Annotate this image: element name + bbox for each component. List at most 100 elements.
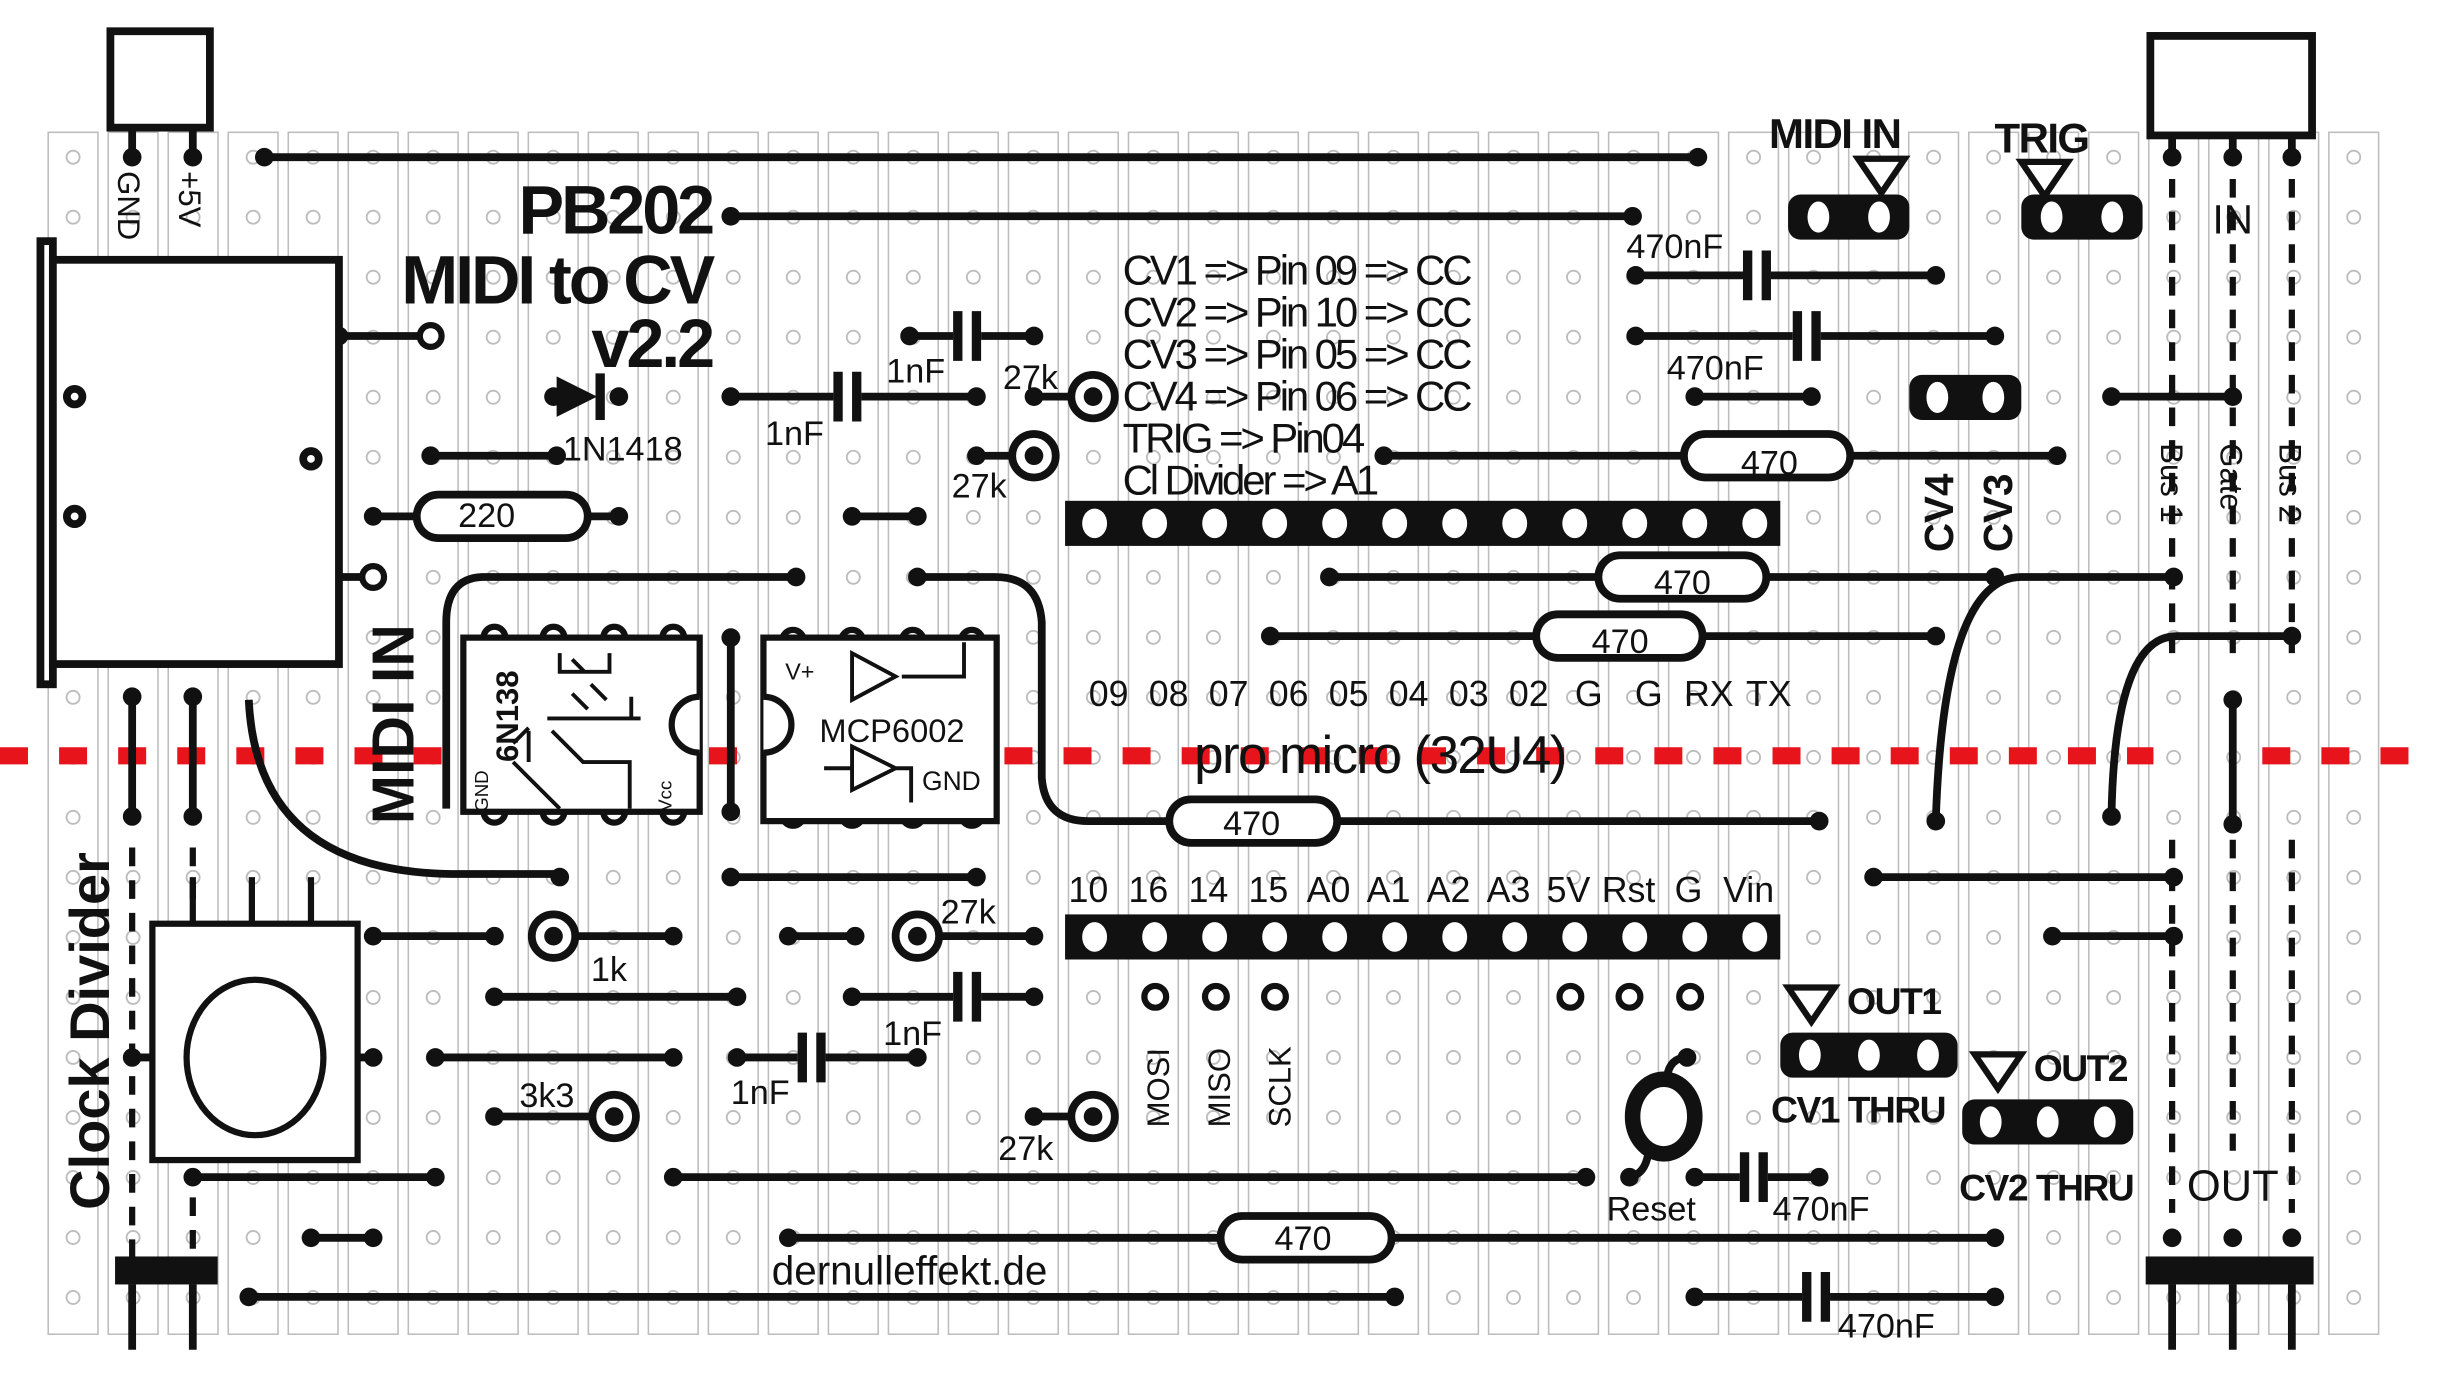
chip-6n138-vcc: Vcc [655, 781, 676, 812]
strip-hole [1385, 329, 1401, 345]
strip-hole [1265, 269, 1281, 285]
solder-point [2047, 446, 2067, 466]
strip-hole [1986, 509, 2002, 525]
strip-hole [845, 449, 861, 465]
strip-hole [605, 209, 621, 225]
strip-hole [65, 869, 81, 885]
header-pin [1322, 922, 1348, 952]
strip-hole [1085, 569, 1101, 585]
website-label: dernulleffekt.de [772, 1247, 1048, 1293]
strip-hole [785, 449, 801, 465]
solder-point [363, 926, 383, 946]
header-pin [1262, 508, 1288, 539]
solder-point [786, 567, 806, 587]
solder-point [1576, 1167, 1596, 1187]
chip-6n138-gnd: GND [471, 770, 492, 811]
clock-divider-label: Clock Divider [58, 852, 121, 1210]
pin-header [1065, 914, 1781, 960]
header-pin [1142, 922, 1168, 952]
solder-point [550, 867, 570, 887]
solder-point [778, 1228, 798, 1248]
strip-hole [2346, 269, 2362, 285]
solder-point [727, 987, 747, 1007]
strip-hole [2166, 329, 2182, 345]
strip-hole [1746, 149, 1762, 165]
strip-hole [725, 269, 741, 285]
header-pin-label: 5V [1547, 870, 1591, 910]
strip-hole [1205, 389, 1221, 405]
strip-hole [2046, 389, 2062, 405]
solder-point [544, 926, 563, 946]
solder-point [1926, 811, 1946, 831]
strip-hole [1385, 1049, 1401, 1065]
strip-hole [605, 869, 621, 885]
solder-point [122, 687, 142, 707]
solder-point [663, 926, 683, 946]
strip-hole [1806, 929, 1822, 945]
solder-point [1623, 206, 1642, 226]
strip-hole [1986, 269, 2002, 285]
solder-point [426, 1167, 445, 1187]
strip-hole [365, 869, 381, 885]
strip-hole [1145, 329, 1161, 345]
strip-hole [1205, 1110, 1221, 1125]
strip-hole [1145, 1049, 1161, 1065]
strip-hole [365, 989, 381, 1005]
wire-link [917, 573, 1820, 825]
strip-hole [1626, 749, 1641, 765]
solder-point [1024, 987, 1044, 1007]
strip-hole [2106, 149, 2122, 165]
strip-hole [425, 389, 441, 405]
header-pin-label: 05 [1329, 674, 1369, 714]
strip-hole [1566, 1049, 1581, 1065]
strip-hole [1566, 869, 1581, 885]
strip-hole [1025, 569, 1041, 585]
strip-hole [425, 809, 441, 825]
strip-hole [1926, 149, 1942, 165]
strip-hole [1866, 989, 1882, 1005]
strip-hole [1626, 1290, 1641, 1305]
solder-point [1688, 147, 1708, 167]
header-pin [1742, 508, 1768, 539]
strip-hole [1325, 389, 1341, 405]
strip-hole [1866, 809, 1882, 825]
strip-hole [125, 209, 141, 225]
pin-header [1065, 500, 1781, 546]
strip-hole [2106, 989, 2122, 1005]
header-pin [1502, 508, 1528, 539]
solder-point [721, 628, 741, 647]
solder-point [485, 926, 504, 946]
strip-hole [1385, 1110, 1401, 1125]
strip-hole [1866, 689, 1882, 705]
copper-strip [2027, 131, 2080, 1335]
strip-hole [2046, 1049, 2062, 1065]
strip-hole [2046, 689, 2062, 705]
solder-point [1809, 811, 1829, 831]
diode [556, 376, 598, 417]
cv4-label: CV4 [1916, 473, 1962, 552]
r470-c-label: 470 [1592, 623, 1649, 661]
strip-hole [1145, 389, 1161, 405]
solder-point [845, 926, 865, 946]
solder-point [1620, 1167, 1639, 1187]
resistor [1594, 551, 1771, 603]
strip-hole [1926, 689, 1942, 705]
solder-point [2223, 387, 2243, 406]
strip-hole [545, 209, 561, 225]
strip-hole [1145, 869, 1161, 885]
strip-hole [2106, 449, 2122, 465]
jumper-pin [2040, 201, 2063, 233]
r470-b-label: 470 [1654, 564, 1711, 602]
strip-hole [365, 1110, 381, 1125]
header-pin-label: 08 [1149, 674, 1189, 714]
header-pin-label: 09 [1089, 674, 1129, 714]
mapping-clock-divider: Cl Divider => A1 [1123, 457, 1378, 504]
header-pin [1382, 508, 1408, 539]
strip-hole [1566, 749, 1581, 765]
strip-hole [1506, 749, 1521, 765]
chip-6n138-name: 6N138 [490, 670, 525, 762]
strip-hole [1145, 629, 1161, 645]
strip-hole [1866, 929, 1882, 945]
strip-hole [1626, 869, 1641, 885]
